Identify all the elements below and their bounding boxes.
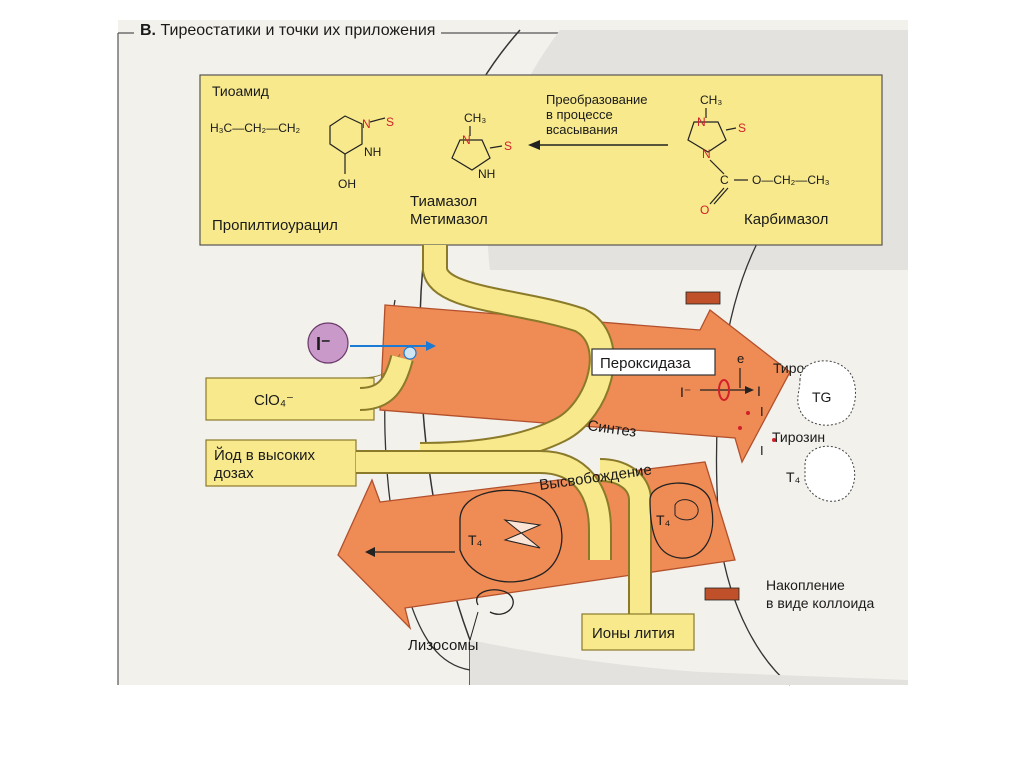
iodide-ion-circle <box>307 322 349 364</box>
iodide-small-label: I⁻ <box>680 384 691 400</box>
thiamazole-nh-text: NH <box>478 167 495 181</box>
red-dot-3 <box>772 438 776 442</box>
methimazole-name: Метимазол <box>410 211 488 228</box>
lysosome-vesicle: T₄ <box>459 489 563 583</box>
ptu-s-text: S <box>386 115 394 129</box>
peroxidase-label: Пероксидаза <box>600 355 691 372</box>
conversion-label-3: всасывания <box>546 122 618 137</box>
thiamazole-n-text: N <box>462 133 471 147</box>
carbimazole-s-text: S <box>738 121 746 135</box>
thyroglobulin-blob <box>797 360 856 426</box>
thyroglobulin-label: TG <box>812 389 831 405</box>
ptu-oh-text: OH <box>338 177 356 191</box>
high-dose-iodine-label-2: дозах <box>214 465 254 482</box>
symporter-dot <box>403 346 417 360</box>
iodide-ion-label: I⁻ <box>316 334 331 354</box>
carbimazole-n-text: N <box>697 115 706 129</box>
red-dot-1 <box>746 411 750 415</box>
carbimazole-name: Карбимазол <box>744 211 828 228</box>
storage-label-1: Накопление <box>766 577 845 593</box>
ptu-nh-text: NH <box>364 145 381 159</box>
peroxidase-box <box>591 348 716 376</box>
perchlorate-box <box>205 377 375 421</box>
thiamazole-ch3-text: CH₃ <box>464 111 486 125</box>
membrane-channel-bottom <box>704 587 740 601</box>
thiamazole-name: Тиамазол <box>410 193 477 210</box>
carbimazole-c-text: C <box>720 173 729 187</box>
ptu-chain-text: H₃C—CH₂—CH₂ <box>210 121 301 135</box>
iodine-label-3: I <box>760 443 764 458</box>
red-dot-2 <box>738 426 742 430</box>
ptu-n-text: N <box>362 117 371 131</box>
perchlorate-label: ClO₄⁻ <box>254 392 294 409</box>
iodide-transport-arrowhead <box>426 341 436 351</box>
figure-header: B. Тиреостатики и точки их приложения <box>134 22 442 40</box>
thiamazole-structure: CH₃ N S NH <box>451 111 512 181</box>
release-pointer-head <box>365 547 375 557</box>
peroxidase-block-mark <box>718 379 730 401</box>
drug-panel <box>199 74 883 246</box>
high-dose-iodine-label-1: Йод в высоких <box>214 446 316 464</box>
iodine-label-1: I <box>757 383 761 399</box>
thiamazole-s-text: S <box>504 139 512 153</box>
high-dose-iodine-box <box>205 439 357 487</box>
ptu-name: Пропилтиоурацил <box>212 217 338 234</box>
conversion-label-2: в процессе <box>546 107 613 122</box>
vesicle-t4-label: T₄ <box>656 512 671 528</box>
tyrosine-label-2: Тирозин <box>772 429 825 445</box>
ptu-structure: H₃C—CH₂—CH₂ N S NH OH <box>210 115 394 191</box>
synthesis-label: Синтез <box>586 417 637 441</box>
thioamide-label: Тиоамид <box>212 83 269 99</box>
lysosome-t4-label: T₄ <box>468 532 483 548</box>
lower-cell-shading <box>470 640 908 685</box>
lithium-box <box>581 613 695 651</box>
t4-right-label: T₄ <box>786 469 801 485</box>
conversion-label-1: Преобразование <box>546 92 648 107</box>
carbimazole-o-text: O <box>700 203 709 217</box>
conversion-arrowhead <box>528 140 540 150</box>
iodination-arrowhead <box>745 386 754 394</box>
figure-letter: B. <box>140 22 156 39</box>
storage-label-2: в виде коллоида <box>766 595 874 611</box>
lysosomes-label: Лизосомы <box>408 637 478 654</box>
carbimazole-structure: CH₃ N S N C O—CH₂—CH₃ O <box>687 93 830 217</box>
iodine-label-2: I <box>760 404 764 419</box>
electron-label: e <box>737 351 744 366</box>
t4-blob <box>804 445 856 502</box>
figure-title: Тиреостатики и точки их приложения <box>160 22 436 39</box>
carbimazole-ch3-text: CH₃ <box>700 93 722 107</box>
lysosome-pointer <box>469 611 479 641</box>
membrane-channel-top <box>685 291 721 305</box>
carbimazole-n2-text: N <box>702 147 711 161</box>
carbimazole-chain-text: O—CH₂—CH₃ <box>752 173 830 187</box>
lithium-label: Ионы лития <box>592 625 675 642</box>
lysosome-small <box>476 589 514 615</box>
endocytic-vesicle: T₄ <box>649 482 714 559</box>
